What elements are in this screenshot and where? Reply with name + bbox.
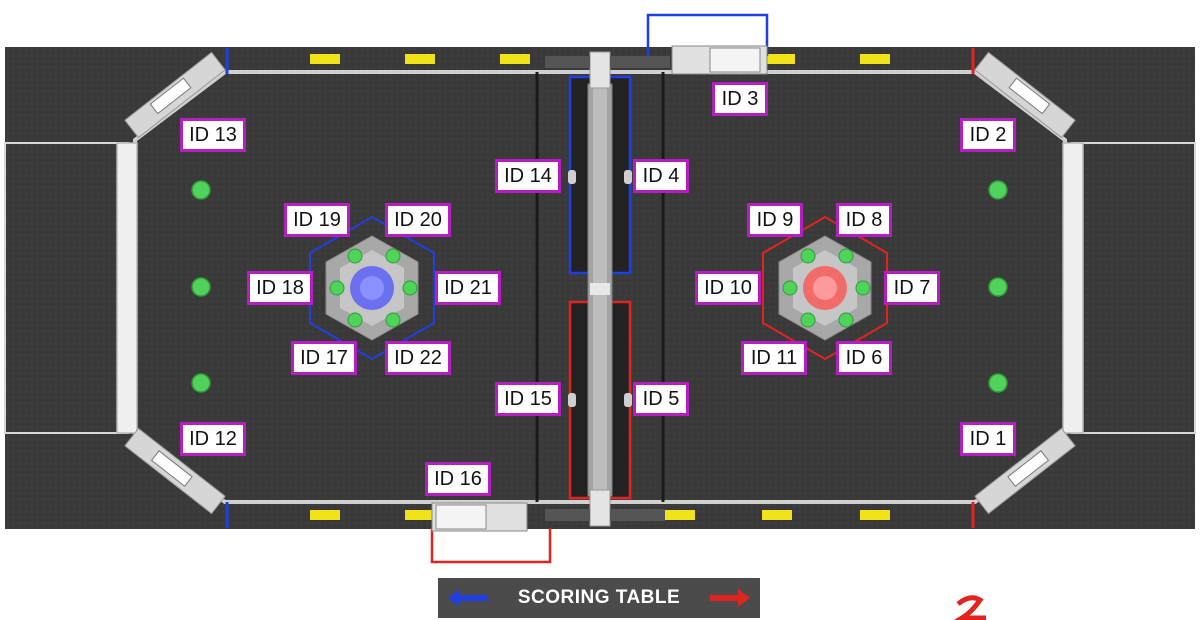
apriltag-label: ID 7 [884,271,940,305]
apriltag-label: ID 13 [180,118,246,152]
blue-hub [309,215,435,361]
scoring-table-banner: SCORING TABLE [438,578,760,618]
apriltag-label: ID 14 [495,159,561,193]
apriltag-label: ID 22 [385,341,451,375]
scoring-table-label: SCORING TABLE [517,587,681,608]
apriltag-label: ID 5 [633,382,689,416]
game-pieces [191,180,1008,393]
apriltag-label: ID 17 [291,341,357,375]
corner-station [124,51,226,139]
apriltag-label: ID 8 [836,203,892,237]
red-hub [762,215,888,361]
feeder-station-top [646,13,769,75]
apriltag-label: ID 6 [836,341,892,375]
apriltag-label: ID 3 [712,82,768,116]
arrow-right-icon [710,589,750,607]
corner-station [974,427,1076,515]
corner-station [124,427,226,515]
apriltag-label: ID 4 [633,159,689,193]
logo-fragment-icon [953,595,986,620]
arrow-left-icon [448,589,488,607]
apriltag-label: ID 15 [495,382,561,416]
apriltag-label: ID 20 [385,203,451,237]
corner-station [974,51,1076,139]
driver-station-left [116,142,138,434]
apriltag-label: ID 10 [695,271,761,305]
yellow-markers [310,54,890,520]
apriltag-label: ID 2 [960,118,1016,152]
apriltag-label: ID 11 [741,341,807,375]
apriltag-label: ID 9 [747,203,803,237]
apriltag-label: ID 16 [425,462,491,496]
apriltag-label: ID 18 [247,271,313,305]
feeder-station-bottom [430,502,552,564]
driver-station-right [1062,142,1084,434]
apriltag-label: ID 21 [435,271,501,305]
center-zone [535,51,670,527]
apriltag-label: ID 12 [180,422,246,456]
apriltag-label: ID 19 [284,203,350,237]
apriltag-label: ID 1 [960,422,1016,456]
